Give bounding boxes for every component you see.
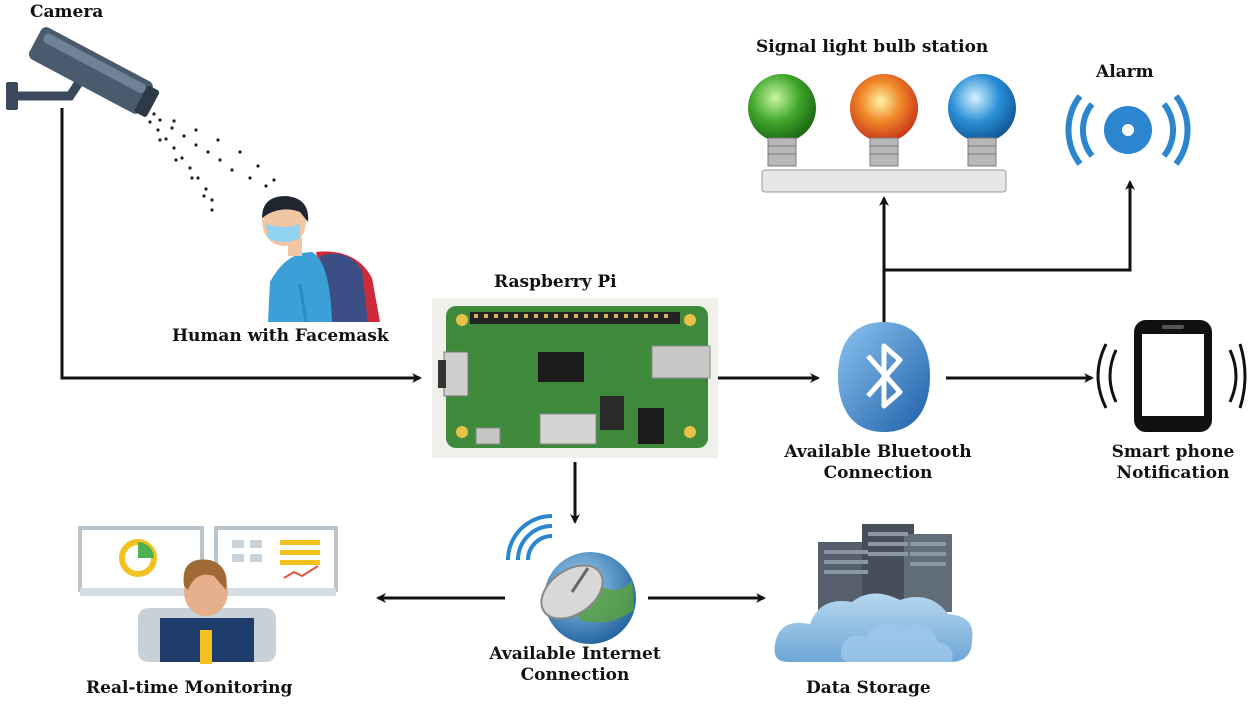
- human-label: Human with Facemask: [172, 326, 389, 346]
- camera-icon: [6, 27, 160, 117]
- human-with-facemask-icon: [262, 196, 380, 323]
- storage-label: Data Storage: [806, 678, 931, 698]
- alarm-label: Alarm: [1096, 62, 1154, 82]
- phone-label-line1: Smart phone: [1111, 442, 1235, 462]
- internet-satellite-icon: [506, 514, 636, 644]
- internet-label: Available Internet Connection: [470, 644, 680, 686]
- bluetooth-icon: [838, 322, 930, 432]
- real-time-monitoring-icon: [78, 526, 338, 664]
- internet-label-line1: Available Internet: [489, 644, 661, 664]
- phone-label: Smart phone Notification: [1096, 442, 1250, 484]
- green-bulb-icon: [748, 74, 816, 167]
- red-bulb-icon: [850, 74, 918, 167]
- signal-light-bulb-station: [748, 74, 1016, 193]
- bluetooth-label-line1: Available Bluetooth: [784, 442, 972, 462]
- connector-bluetooth-to-alarm: [884, 180, 1135, 272]
- blue-bulb-icon: [948, 74, 1016, 167]
- alarm-icon: [1065, 94, 1191, 166]
- internet-label-line2: Connection: [520, 665, 630, 685]
- bluetooth-label: Available Bluetooth Connection: [764, 442, 992, 484]
- monitoring-label: Real-time Monitoring: [86, 678, 293, 698]
- bluetooth-label-line2: Connection: [823, 463, 933, 483]
- phone-label-line2: Notification: [1116, 463, 1230, 483]
- connector-camera-to-pi: [60, 108, 422, 383]
- signal-station-label: Signal light bulb station: [756, 37, 989, 57]
- raspberry-pi-label: Raspberry Pi: [494, 272, 617, 292]
- smart-phone-icon: [1096, 320, 1247, 432]
- data-storage-icon: [774, 524, 973, 662]
- camera-label: Camera: [30, 2, 104, 22]
- camera-view-dots: [148, 112, 276, 212]
- raspberry-pi-board: [432, 298, 718, 458]
